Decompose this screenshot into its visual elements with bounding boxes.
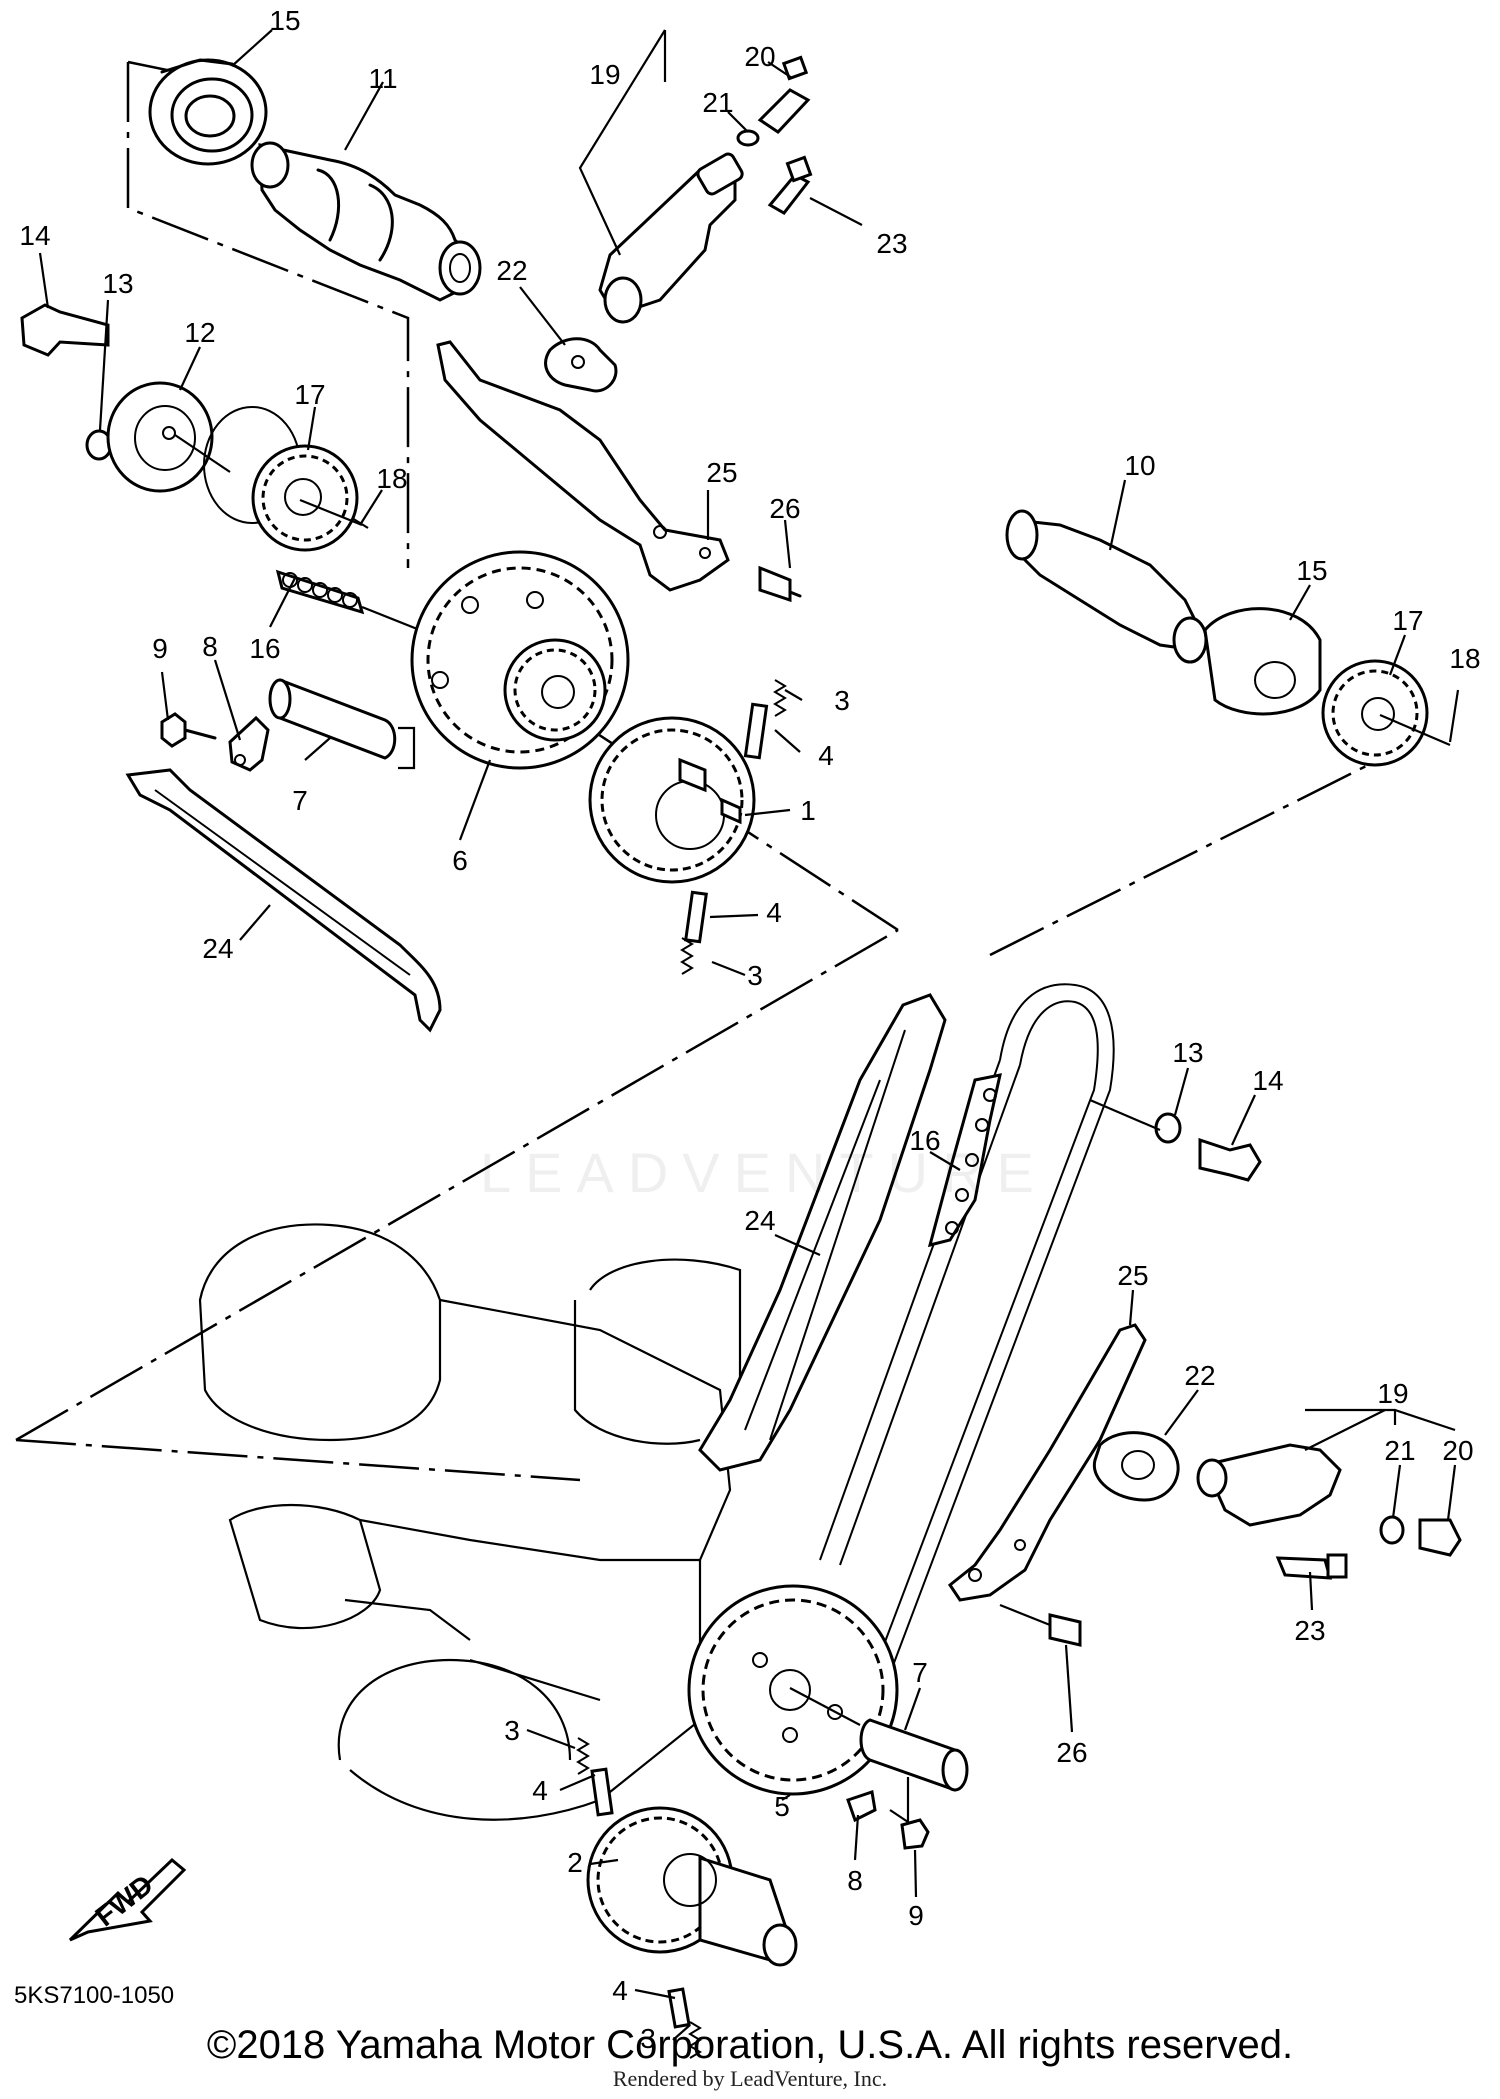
callout-12: 12 [184, 317, 215, 348]
part-22-gasket-top [544, 337, 618, 393]
callout-3-lower-b: 3 [640, 2023, 656, 2054]
rendered-by-notice: Rendered by LeadVenture, Inc. [612, 2066, 888, 2091]
parts-3-4-springs-pins-top [680, 679, 787, 975]
callout-2: 2 [567, 1847, 583, 1878]
part-2-crank-gear [586, 1806, 798, 1967]
part-25-chain-guide-lower [947, 1323, 1147, 1647]
part-24-chain-guide-left [125, 768, 442, 1033]
parts-7-8-9-lower [846, 1718, 969, 1850]
parts-13-14-right [1089, 1098, 1262, 1182]
callout-8-top: 8 [202, 631, 218, 662]
callout-4-lower-b: 4 [612, 1975, 628, 2006]
part-22-gasket-lower [1092, 1431, 1180, 1502]
part-10-camshaft-right [1005, 509, 1208, 664]
callout-26-top: 26 [769, 493, 800, 524]
callout-22-top: 22 [496, 255, 527, 286]
part-6-idler-gear [410, 550, 630, 770]
callout-4-top-b: 4 [766, 897, 782, 928]
part-17-sprocket-right [1321, 659, 1451, 767]
callout-21-lower: 21 [1384, 1435, 1415, 1466]
callout-13-right: 13 [1172, 1037, 1203, 1068]
callout-19-top: 19 [589, 59, 620, 90]
callout-21-top: 21 [702, 87, 733, 118]
callout-11: 11 [368, 63, 397, 94]
callout-10: 10 [1124, 450, 1155, 481]
callout-5: 5 [774, 1791, 790, 1822]
leader-lines [38, 29, 1460, 2041]
watermark: LEADVENTURE [480, 1141, 1048, 1204]
callout-9-lower: 9 [908, 1900, 924, 1931]
callout-8-lower: 8 [847, 1865, 863, 1896]
part-15-bearing-right [1203, 607, 1322, 716]
callout-7-top: 7 [292, 785, 308, 816]
callout-labels: 15 11 19 20 21 23 22 14 13 12 17 18 16 8… [19, 5, 1480, 2054]
callout-16-left: 16 [249, 633, 280, 664]
part-11-camshaft [250, 141, 482, 302]
callout-17-left: 17 [294, 379, 325, 410]
parts-7-8-9-left [160, 678, 416, 772]
callout-15-top: 15 [269, 5, 300, 36]
callout-3-top-b: 3 [747, 960, 763, 991]
callout-25-lower: 25 [1117, 1260, 1148, 1291]
parts-3-4-springs-pins-bottom [576, 1737, 702, 2059]
callout-17-right: 17 [1392, 605, 1423, 636]
callout-23-lower: 23 [1294, 1615, 1325, 1646]
callout-24-center: 24 [744, 1205, 775, 1236]
part-1-drive-gear [588, 716, 756, 884]
callout-18-left: 18 [376, 463, 407, 494]
callout-13-left: 13 [102, 268, 133, 299]
part-5-driven-gear [687, 1584, 899, 1796]
callout-23-top: 23 [876, 228, 907, 259]
diagram-code: 5KS7100-1050 [14, 1982, 175, 2009]
copyright-notice: ©2018 Yamaha Motor Corporation, U.S.A. A… [206, 2023, 1294, 2067]
part-15-bearing-top [148, 58, 268, 166]
parts-12-13-14-top-left [20, 303, 231, 493]
callout-7-lower: 7 [912, 1657, 928, 1688]
callout-3-lower-a: 3 [504, 1715, 520, 1746]
callout-16-right: 16 [909, 1125, 940, 1156]
callout-3-top-a: 3 [834, 685, 850, 716]
callout-1: 1 [800, 795, 816, 826]
part-19-tensioner-top [598, 55, 813, 324]
callout-25-top: 25 [706, 457, 737, 488]
callout-4-top-a: 4 [818, 740, 834, 771]
callout-26-lower: 26 [1056, 1737, 1087, 1768]
callout-14-right: 14 [1252, 1065, 1283, 1096]
callout-22-lower: 22 [1184, 1360, 1215, 1391]
callout-14-left: 14 [19, 220, 50, 251]
part-24-chain-guide-center [698, 993, 947, 1472]
callout-9-top: 9 [152, 633, 168, 664]
fwd-arrow-icon: FWD [68, 1857, 187, 1942]
callout-20-top: 20 [744, 41, 775, 72]
callout-6: 6 [452, 845, 468, 876]
part-25-chain-guide-top [436, 340, 802, 603]
part-17-sprocket-left [203, 406, 369, 552]
callout-4-lower-a: 4 [532, 1775, 548, 1806]
callout-18-right: 18 [1449, 643, 1480, 674]
callout-20-lower: 20 [1442, 1435, 1473, 1466]
callout-24-left: 24 [202, 933, 233, 964]
callout-15-right: 15 [1296, 555, 1327, 586]
callout-19-lower: 19 [1377, 1378, 1408, 1409]
part-19-tensioner-lower [1196, 1443, 1462, 1580]
part-16-cam-chain [819, 983, 1115, 1701]
crankcase-outline [198, 1223, 742, 1821]
